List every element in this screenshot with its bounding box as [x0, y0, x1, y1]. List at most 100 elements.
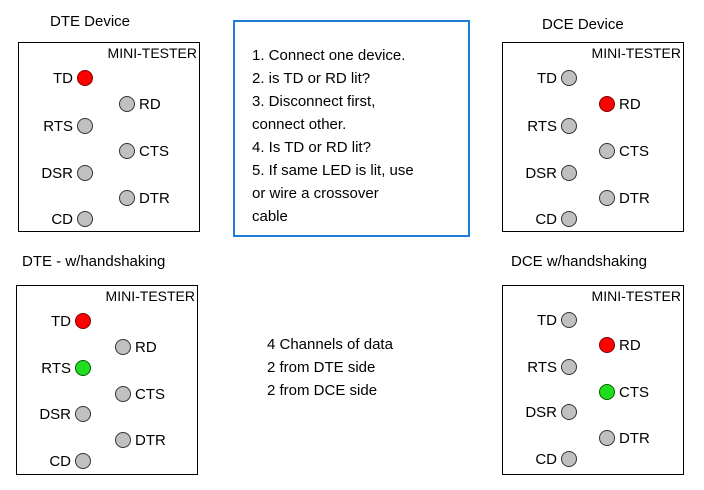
led-dtr-indicator [599, 190, 615, 206]
led-dtr: DTR [119, 188, 170, 208]
led-label-rts: RTS [41, 359, 71, 377]
led-cd: CD [49, 451, 91, 471]
dte-mini-tester: MINI-TESTER TD RD RTS CTS DSR DTR CD [18, 42, 200, 232]
led-label-cd: CD [51, 210, 73, 228]
led-dtr-indicator [115, 432, 131, 448]
led-label-td: TD [51, 312, 71, 330]
channels-line: 4 Channels of data [267, 336, 393, 353]
led-rd: RD [599, 335, 641, 355]
led-label-rd: RD [135, 338, 157, 356]
instruction-line: cable [252, 208, 288, 225]
led-label-dsr: DSR [39, 405, 71, 423]
led-cts-indicator [115, 386, 131, 402]
led-rts-indicator [561, 359, 577, 375]
led-cd-indicator [561, 211, 577, 227]
instruction-line: 3. Disconnect first, [252, 93, 376, 110]
tester-title: MINI-TESTER [591, 45, 681, 61]
dce-handshaking-mini-tester: MINI-TESTER TD RD RTS CTS DSR DTR CD [502, 285, 684, 475]
led-label-dtr: DTR [619, 429, 650, 447]
tester-title: MINI-TESTER [591, 288, 681, 304]
channels-note: 4 Channels of data 2 from DTE side 2 fro… [267, 333, 393, 402]
led-label-dsr: DSR [525, 164, 557, 182]
instruction-line: 4. Is TD or RD lit? [252, 139, 371, 156]
led-td-indicator [75, 313, 91, 329]
led-label-cts: CTS [139, 142, 169, 160]
led-td-indicator [561, 70, 577, 86]
led-label-cts: CTS [619, 383, 649, 401]
led-td: TD [537, 310, 577, 330]
led-dsr-indicator [77, 165, 93, 181]
instructions-box: 1. Connect one device. 2. is TD or RD li… [233, 20, 470, 237]
led-cts: CTS [599, 382, 649, 402]
led-cd-indicator [77, 211, 93, 227]
led-rts-indicator [77, 118, 93, 134]
instruction-line: connect other. [252, 116, 347, 133]
tester-title: MINI-TESTER [107, 45, 197, 61]
led-rd: RD [599, 94, 641, 114]
led-cts: CTS [599, 141, 649, 161]
led-cd: CD [535, 449, 577, 469]
instruction-line: 5. If same LED is lit, use [252, 162, 414, 179]
led-dsr-indicator [561, 165, 577, 181]
led-cd-indicator [561, 451, 577, 467]
led-td-indicator [77, 70, 93, 86]
led-dsr: DSR [39, 404, 91, 424]
dte-device-heading: DTE Device [50, 13, 131, 30]
led-dsr: DSR [41, 163, 93, 183]
led-rd-indicator [119, 96, 135, 112]
dce-mini-tester: MINI-TESTER TD RD RTS CTS DSR DTR CD [502, 42, 684, 232]
led-td: TD [537, 68, 577, 88]
dte-handshaking-mini-tester: MINI-TESTER TD RD RTS CTS DSR DTR CD [16, 285, 198, 475]
channels-line: 2 from DCE side [267, 382, 378, 399]
led-dtr: DTR [599, 188, 650, 208]
led-rd-indicator [599, 337, 615, 353]
led-rd-indicator [599, 96, 615, 112]
instruction-line: 2. is TD or RD lit? [252, 70, 371, 87]
led-rd-indicator [115, 339, 131, 355]
led-label-cts: CTS [135, 385, 165, 403]
led-label-rts: RTS [527, 358, 557, 376]
led-cts-indicator [599, 384, 615, 400]
led-label-dtr: DTR [139, 189, 170, 207]
led-rts: RTS [527, 116, 577, 136]
led-rts-indicator [561, 118, 577, 134]
led-cd: CD [535, 209, 577, 229]
led-dsr-indicator [561, 404, 577, 420]
led-label-cd: CD [535, 450, 557, 468]
instruction-line: or wire a crossover [252, 185, 379, 202]
channels-line: 2 from DTE side [267, 359, 376, 376]
led-rts: RTS [43, 116, 93, 136]
led-rd: RD [119, 94, 161, 114]
dte-handshaking-heading: DTE - w/handshaking [22, 253, 166, 270]
led-label-rts: RTS [43, 117, 73, 135]
led-label-cts: CTS [619, 142, 649, 160]
led-dtr: DTR [115, 430, 166, 450]
tester-title: MINI-TESTER [105, 288, 195, 304]
led-label-dtr: DTR [619, 189, 650, 207]
led-cts-indicator [119, 143, 135, 159]
led-rts: RTS [527, 357, 577, 377]
led-cts-indicator [599, 143, 615, 159]
led-label-td: TD [537, 69, 557, 87]
led-cd: CD [51, 209, 93, 229]
led-label-td: TD [53, 69, 73, 87]
led-label-dtr: DTR [135, 431, 166, 449]
led-label-dsr: DSR [41, 164, 73, 182]
led-cts: CTS [119, 141, 169, 161]
led-td-indicator [561, 312, 577, 328]
led-td: TD [51, 311, 91, 331]
led-label-rd: RD [139, 95, 161, 113]
led-label-dsr: DSR [525, 403, 557, 421]
dce-device-heading: DCE Device [542, 16, 624, 33]
led-label-cd: CD [535, 210, 557, 228]
led-rts-indicator [75, 360, 91, 376]
led-dtr: DTR [599, 428, 650, 448]
led-label-rd: RD [619, 95, 641, 113]
instruction-line: 1. Connect one device. [252, 47, 406, 64]
led-dtr-indicator [119, 190, 135, 206]
led-label-td: TD [537, 311, 557, 329]
led-td: TD [53, 68, 93, 88]
led-label-cd: CD [49, 452, 71, 470]
led-cd-indicator [75, 453, 91, 469]
led-cts: CTS [115, 384, 165, 404]
